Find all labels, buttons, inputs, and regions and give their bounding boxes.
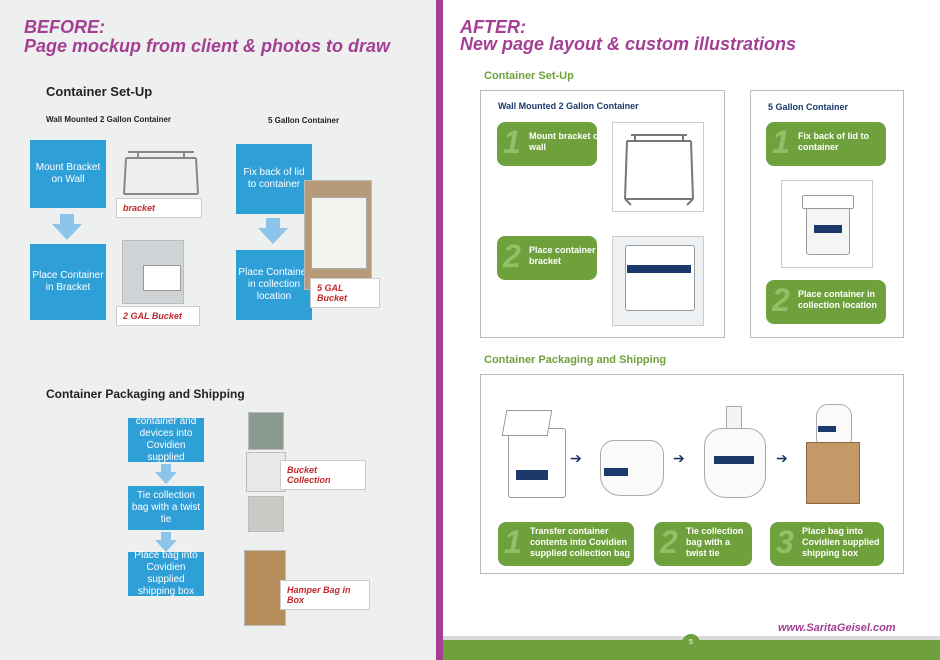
pack-step-1-button: 1 Transfer container contents into Covid… [498, 522, 634, 566]
website-url[interactable]: www.SaritaGeisel.com [778, 622, 896, 634]
2gal-bucket-photo [122, 240, 184, 304]
before-pack-title: Container Packaging and Shipping [46, 387, 245, 401]
tied-bag-illustration [700, 404, 770, 500]
shipping-box-illustration [798, 402, 872, 510]
five-step-1-button: 1 Fix back of lid to container [766, 122, 886, 166]
after-subhead: New page layout & custom illustrations [460, 34, 797, 54]
step-text: Fix back of lid to container [798, 131, 870, 152]
step-text: Place container in bracket [529, 245, 607, 266]
arrow-right-icon: ➔ [570, 450, 582, 466]
pack-step-3-button: 3 Place bag into Covidien supplied shipp… [770, 522, 884, 566]
place-bag-box: Place bag into Covidien supplied shippin… [128, 550, 204, 597]
step-text: Place container in collection location [798, 289, 878, 310]
after-five-title: 5 Gallon Container [768, 102, 849, 112]
down-arrow-icon [52, 214, 82, 240]
before-headline: BEFORE: [24, 17, 105, 37]
place-5gal-box: Place Container in collection location [236, 250, 312, 320]
down-arrow-icon [155, 464, 177, 484]
tie-bag-box: Tie collection bag with a twist tie [128, 486, 204, 530]
after-pack-title: Container Packaging and Shipping [484, 354, 667, 366]
arrow-right-icon: ➔ [776, 450, 788, 466]
step-number: 2 [660, 524, 678, 560]
hamper-photo [244, 550, 286, 626]
five-step-2-button: 2 Place container in collection location [766, 280, 886, 324]
fix-lid-box: Fix back of lid to container [236, 144, 312, 214]
step-number: 2 [503, 238, 521, 274]
wall-container-illustration: COVIDIEN [612, 236, 704, 326]
before-panel: BEFORE: Page mockup from client & photos… [0, 0, 436, 660]
before-subhead: Page mockup from client & photos to draw [24, 36, 391, 56]
step-1-button: 1 Mount bracket on wall [497, 122, 604, 166]
before-five-title: 5 Gallon Container [268, 116, 340, 125]
page-number: 5 [682, 634, 700, 652]
covidien-logo: COVIDIEN [643, 257, 668, 263]
mount-bracket-box: Mount Bracket on Wall [30, 140, 106, 208]
5gal-bucket-photo [304, 180, 372, 290]
after-wall-title: Wall Mounted 2 Gallon Container [498, 101, 639, 111]
2gal-bucket-label: 2 GAL Bucket [116, 306, 200, 326]
before-setup-title: Container Set-Up [46, 84, 153, 99]
bracket-illustration [612, 122, 704, 212]
step-text: Mount bracket on wall [529, 131, 605, 152]
bracket-label: bracket [116, 198, 202, 218]
filled-bag-illustration [596, 434, 668, 500]
down-arrow-icon [155, 532, 177, 552]
container-photo [248, 412, 284, 450]
step-number: 1 [504, 524, 522, 560]
five-gallon-illustration [781, 180, 873, 268]
step-number: 1 [503, 124, 521, 160]
transfer-box: container and devices into Covidien supp… [128, 416, 204, 463]
pack-step-2-button: 2 Tie collection bag with a twist tie [654, 522, 752, 566]
5gal-bucket-label: 5 GAL Bucket [310, 278, 380, 308]
step-text: Tie collection bag with a twist tie [686, 526, 744, 558]
bracket-icon [123, 151, 199, 195]
before-wall-title: Wall Mounted 2 Gallon Container [46, 115, 172, 124]
open-container-illustration [500, 406, 572, 504]
step-number: 2 [772, 282, 790, 318]
step-text: Place bag into Covidien supplied shippin… [802, 526, 880, 558]
step-text: Transfer container contents into Covidie… [530, 526, 631, 558]
bucket-collection-label: Bucket Collection [280, 460, 366, 490]
step-number: 1 [772, 124, 790, 160]
hamper-label: Hamper Bag in Box [280, 580, 370, 610]
divider [436, 0, 443, 660]
tie-bag-photo [248, 496, 284, 532]
bracket-icon [624, 134, 694, 206]
place-container-box: Place Container in Bracket [30, 244, 106, 320]
down-arrow-icon [258, 218, 288, 244]
step-2-button: 2 Place container in bracket [497, 236, 606, 280]
step-number: 3 [776, 524, 794, 560]
bucket-collection-photo [246, 452, 286, 492]
arrow-right-icon: ➔ [673, 450, 685, 466]
after-headline: AFTER: [460, 17, 526, 37]
after-setup-title: Container Set-Up [484, 70, 574, 82]
